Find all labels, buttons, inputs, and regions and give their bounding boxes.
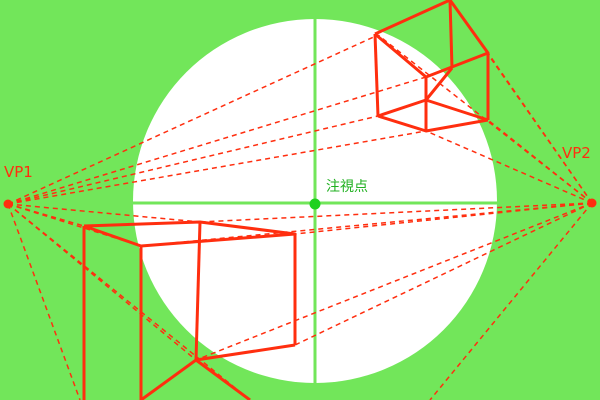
focus-point-label: 注視点 bbox=[326, 179, 368, 195]
lower-box bbox=[82, 220, 297, 400]
vp1-label: VP1 bbox=[4, 163, 33, 181]
vp2-point bbox=[587, 198, 597, 208]
vp1-point bbox=[3, 199, 13, 209]
vp1-vanishing-lines bbox=[7, 34, 427, 400]
upper-box bbox=[373, 0, 490, 133]
focus-point bbox=[309, 198, 321, 210]
vp2-label: VP2 bbox=[562, 144, 591, 162]
